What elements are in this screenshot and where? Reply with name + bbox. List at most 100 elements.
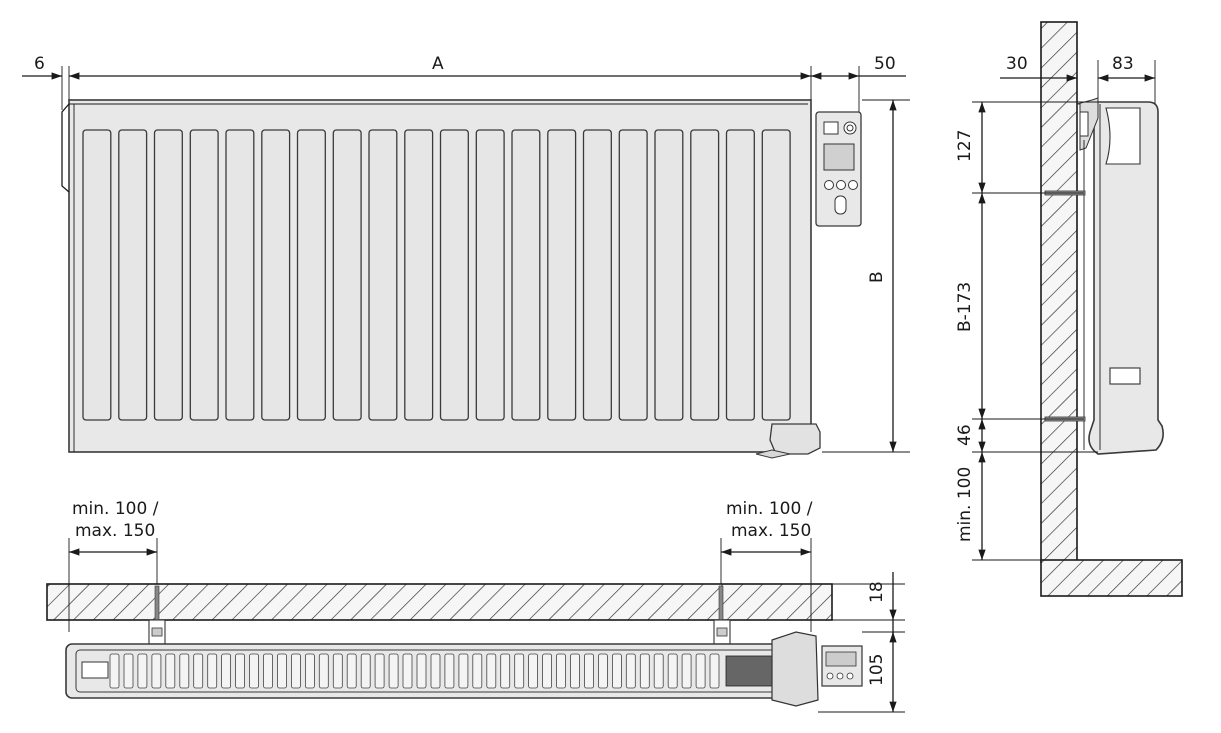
radiator-fin [475, 129, 505, 421]
floor-section [1040, 559, 1183, 597]
plan-fin [458, 653, 469, 689]
plan-fin [472, 653, 483, 689]
plan-fin [207, 653, 218, 689]
dim-bottom-label: 46 [955, 424, 975, 446]
radiator-fin [189, 129, 219, 421]
plan-fin [528, 653, 538, 689]
plan-fin [109, 653, 120, 689]
plan-fin [304, 653, 315, 689]
dim-depth-label: 83 [1112, 54, 1134, 74]
control-button-1 [824, 180, 834, 190]
left-bracket-label-2: max. 150 [75, 521, 155, 541]
radiator-fin [261, 129, 291, 421]
wall-section [1040, 21, 1078, 563]
plan-fin [584, 653, 594, 689]
valve-foot [769, 423, 821, 455]
plan-fin [667, 653, 678, 689]
radiator-fin [725, 129, 755, 421]
plan-fin [681, 653, 692, 689]
plan-fin [290, 653, 301, 689]
plan-fin [360, 653, 371, 689]
bracket-right [713, 619, 731, 645]
thermostat-knob [834, 195, 847, 215]
plan-fin [332, 653, 343, 689]
radiator-side-cap [61, 103, 70, 193]
plan-fin [612, 653, 622, 689]
plan-fin [374, 653, 385, 689]
radiator-fin [618, 129, 648, 421]
plan-fin [542, 653, 552, 689]
radiator-fin [153, 129, 183, 421]
control-button-2 [836, 180, 846, 190]
plan-fin [137, 653, 148, 689]
right-bracket-label-2: max. 150 [731, 521, 811, 541]
dim-wall-thickness-label: 18 [867, 581, 887, 603]
left-bracket-label-1: min. 100 / [72, 499, 159, 519]
radiator-fin [547, 129, 577, 421]
radiator-fin [225, 129, 255, 421]
plan-fin [318, 653, 329, 689]
radiator-fin [296, 129, 326, 421]
thermostat-housing-plan [771, 631, 819, 707]
radiator-fin [332, 129, 362, 421]
thermostat-indicator [823, 121, 839, 135]
radiator-fin [404, 129, 434, 421]
front-view: 6 A 50 B [22, 54, 910, 459]
plan-fin [430, 653, 441, 689]
dim-unit-depth-label: 105 [867, 654, 887, 686]
plan-fin [165, 653, 176, 689]
fin-group [82, 129, 791, 421]
plan-fin [625, 653, 636, 689]
plan-fin [402, 653, 413, 689]
dim-left-gap-label: 6 [34, 54, 45, 74]
heating-element [725, 655, 775, 687]
plan-fin [639, 653, 650, 689]
thermostat-panel [815, 111, 862, 227]
plan-fin [570, 653, 580, 689]
plan-fin [123, 653, 134, 689]
plan-fin [249, 653, 259, 689]
side-handle-top [1105, 107, 1141, 165]
plan-fin [598, 653, 608, 689]
dim-height-label: B [867, 271, 887, 283]
plan-fin [193, 653, 204, 689]
radiator-fin [690, 129, 720, 421]
side-view: 30 83 127 B-173 46 min. 100 [955, 21, 1183, 597]
dim-floor-label: min. 100 [955, 467, 975, 542]
plan-fin [500, 653, 511, 689]
plan-fin [151, 653, 162, 689]
plan-fin [263, 653, 273, 689]
plan-fin [486, 653, 497, 689]
top-view: min. 100 / max. 150 min. 100 / max. 150 … [46, 499, 905, 713]
plan-fin-group [109, 653, 720, 689]
control-button-3 [848, 180, 858, 190]
plan-fin [695, 653, 706, 689]
plan-fin [416, 653, 427, 689]
plan-fin [346, 653, 357, 689]
radiator-fin [368, 129, 398, 421]
radiator-fin [582, 129, 612, 421]
radiator-fin [761, 129, 791, 421]
radiator-body-side [1088, 101, 1164, 455]
thermostat-display [823, 143, 855, 171]
dim-wall-gap-label: 30 [1006, 54, 1028, 74]
radiator-fin [82, 129, 112, 421]
dim-thermostat-label: 50 [874, 54, 896, 74]
plan-fin [653, 653, 664, 689]
plan-fin [277, 653, 287, 689]
bracket-left [148, 619, 166, 645]
dim-middle-label: B-173 [955, 282, 975, 332]
plan-fin [709, 653, 720, 689]
radiator-fin [439, 129, 469, 421]
radiator-fin [654, 129, 684, 421]
plan-fin [221, 653, 232, 689]
plan-fin [235, 653, 246, 689]
plan-fin [444, 653, 455, 689]
radiator-fin [118, 129, 148, 421]
plan-fin [179, 653, 190, 689]
power-icon [843, 121, 857, 135]
side-handle-bottom [1109, 367, 1141, 385]
radiator-fin [511, 129, 541, 421]
wall-plan [46, 583, 833, 621]
